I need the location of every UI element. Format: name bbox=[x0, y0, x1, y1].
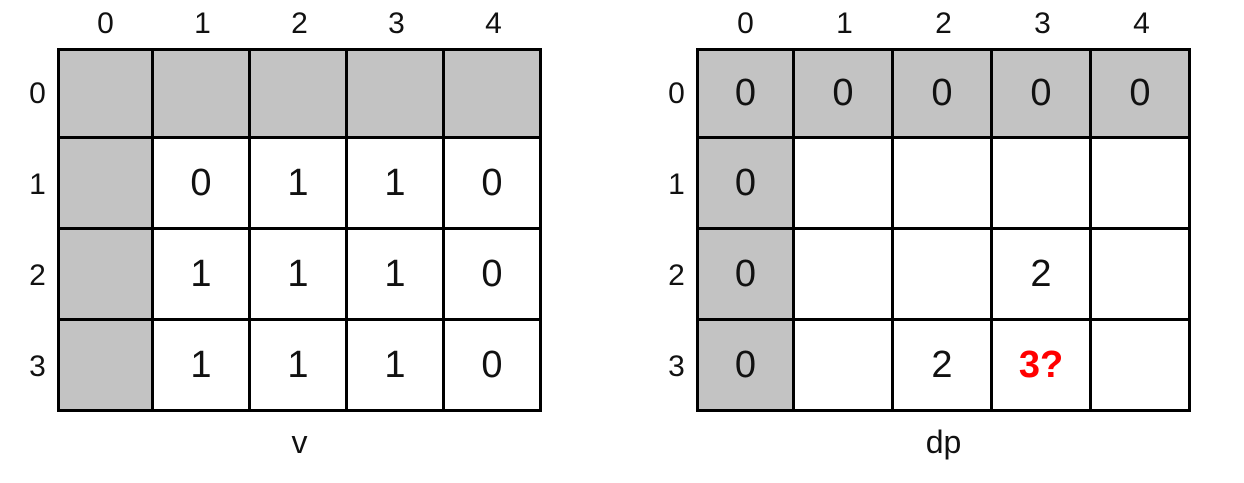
dp-cell-r1-c0: 0 bbox=[696, 139, 795, 230]
table-panel-dp: 0 1 2 3 4 0 0 0 0 0 0 1 0 2 0 2 3 0 bbox=[657, 0, 1191, 461]
dp-cell-r0-c1: 0 bbox=[795, 48, 894, 139]
dp-cell-r3-c1 bbox=[795, 321, 894, 412]
dp-cell-r3-c4 bbox=[1092, 321, 1191, 412]
dp-cell-r3-c2: 2 bbox=[894, 321, 993, 412]
dp-cell-r1-c2 bbox=[894, 139, 993, 230]
v-cell-r2-c3: 1 bbox=[348, 230, 445, 321]
dp-cell-r2-c4 bbox=[1092, 230, 1191, 321]
dp-col-header-2: 2 bbox=[935, 7, 952, 40]
table-caption-v: v bbox=[291, 424, 308, 460]
dp-cell-r0-c2: 0 bbox=[894, 48, 993, 139]
dp-cell-r2-c3: 2 bbox=[993, 230, 1092, 321]
v-cell-r2-c0 bbox=[57, 230, 154, 321]
v-col-header-4: 4 bbox=[485, 7, 502, 40]
v-cell-r3-c0 bbox=[57, 321, 154, 412]
v-cell-r0-c0 bbox=[57, 48, 154, 139]
dp-cell-r1-c3 bbox=[993, 139, 1092, 230]
v-row-header-1: 1 bbox=[29, 167, 46, 201]
dp-cell-r2-c1 bbox=[795, 230, 894, 321]
v-cell-r3-c1: 1 bbox=[154, 321, 251, 412]
v-row-header-0: 0 bbox=[29, 76, 46, 110]
corner-spacer-dp bbox=[657, 0, 696, 48]
v-col-header-1: 1 bbox=[194, 7, 211, 40]
corner-spacer-v bbox=[18, 0, 57, 48]
dp-cell-r2-c0: 0 bbox=[696, 230, 795, 321]
dp-row-header-0: 0 bbox=[668, 76, 685, 110]
table-caption-dp: dp bbox=[925, 424, 962, 460]
diagram-root: 0 1 2 3 4 0 1 0 1 1 0 2 1 1 1 0 3 1 bbox=[18, 0, 1191, 461]
v-cell-r2-c2: 1 bbox=[251, 230, 348, 321]
dp-cell-r0-c0: 0 bbox=[696, 48, 795, 139]
v-cell-r1-c1: 0 bbox=[154, 139, 251, 230]
v-cell-r1-c0 bbox=[57, 139, 154, 230]
grid-dp: 0 1 2 3 4 0 0 0 0 0 0 1 0 2 0 2 3 0 bbox=[657, 0, 1191, 412]
dp-cell-r3-c0: 0 bbox=[696, 321, 795, 412]
v-cell-r3-c2: 1 bbox=[251, 321, 348, 412]
v-row-header-2: 2 bbox=[29, 258, 46, 292]
dp-col-header-0: 0 bbox=[737, 7, 754, 40]
dp-row-header-2: 2 bbox=[668, 258, 685, 292]
v-cell-r2-c4: 0 bbox=[445, 230, 542, 321]
dp-cell-r3-c3: 3? bbox=[993, 321, 1092, 412]
dp-col-header-3: 3 bbox=[1034, 7, 1051, 40]
v-cell-r1-c3: 1 bbox=[348, 139, 445, 230]
v-col-header-0: 0 bbox=[97, 7, 114, 40]
dp-cell-r2-c2 bbox=[894, 230, 993, 321]
v-cell-r3-c3: 1 bbox=[348, 321, 445, 412]
v-cell-r0-c3 bbox=[348, 48, 445, 139]
table-panel-v: 0 1 2 3 4 0 1 0 1 1 0 2 1 1 1 0 3 1 bbox=[18, 0, 542, 461]
dp-cell-r1-c4 bbox=[1092, 139, 1191, 230]
dp-cell-r1-c1 bbox=[795, 139, 894, 230]
dp-col-header-4: 4 bbox=[1133, 7, 1150, 40]
v-col-header-2: 2 bbox=[291, 7, 308, 40]
dp-row-header-1: 1 bbox=[668, 167, 685, 201]
dp-cell-r0-c3: 0 bbox=[993, 48, 1092, 139]
v-cell-r1-c2: 1 bbox=[251, 139, 348, 230]
v-cell-r3-c4: 0 bbox=[445, 321, 542, 412]
v-cell-r0-c2 bbox=[251, 48, 348, 139]
dp-row-header-3: 3 bbox=[668, 349, 685, 383]
v-cell-r2-c1: 1 bbox=[154, 230, 251, 321]
v-cell-r0-c1 bbox=[154, 48, 251, 139]
v-cell-r1-c4: 0 bbox=[445, 139, 542, 230]
grid-v: 0 1 2 3 4 0 1 0 1 1 0 2 1 1 1 0 3 1 bbox=[18, 0, 542, 412]
dp-cell-r0-c4: 0 bbox=[1092, 48, 1191, 139]
dp-col-header-1: 1 bbox=[836, 7, 853, 40]
v-cell-r0-c4 bbox=[445, 48, 542, 139]
v-row-header-3: 3 bbox=[29, 349, 46, 383]
v-col-header-3: 3 bbox=[388, 7, 405, 40]
